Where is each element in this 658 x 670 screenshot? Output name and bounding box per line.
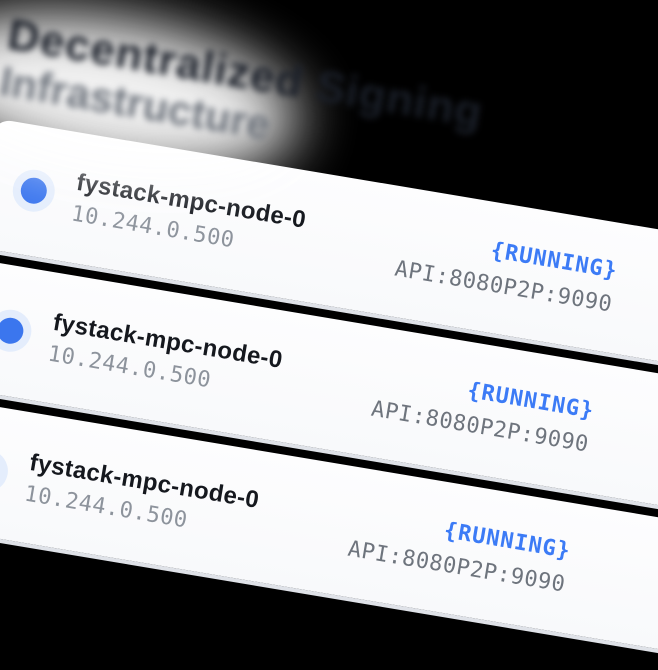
- node-card-stack: fystack-mpc-node-0 10.244.0.500 {RUNNING…: [0, 118, 658, 659]
- node-info: fystack-mpc-node-0 10.244.0.500: [69, 169, 308, 265]
- status-dot-icon: [0, 315, 26, 346]
- node-status: {RUNNING} API:8080P2P:9090: [393, 223, 620, 317]
- status-dot-icon: [18, 175, 49, 206]
- node-info: fystack-mpc-node-0 10.244.0.500: [23, 449, 262, 545]
- node-info: fystack-mpc-node-0 10.244.0.500: [46, 309, 285, 405]
- node-status: {RUNNING} API:8080P2P:9090: [346, 503, 573, 597]
- node-status: {RUNNING} API:8080P2P:9090: [369, 363, 596, 457]
- status-dot-icon: [0, 455, 2, 486]
